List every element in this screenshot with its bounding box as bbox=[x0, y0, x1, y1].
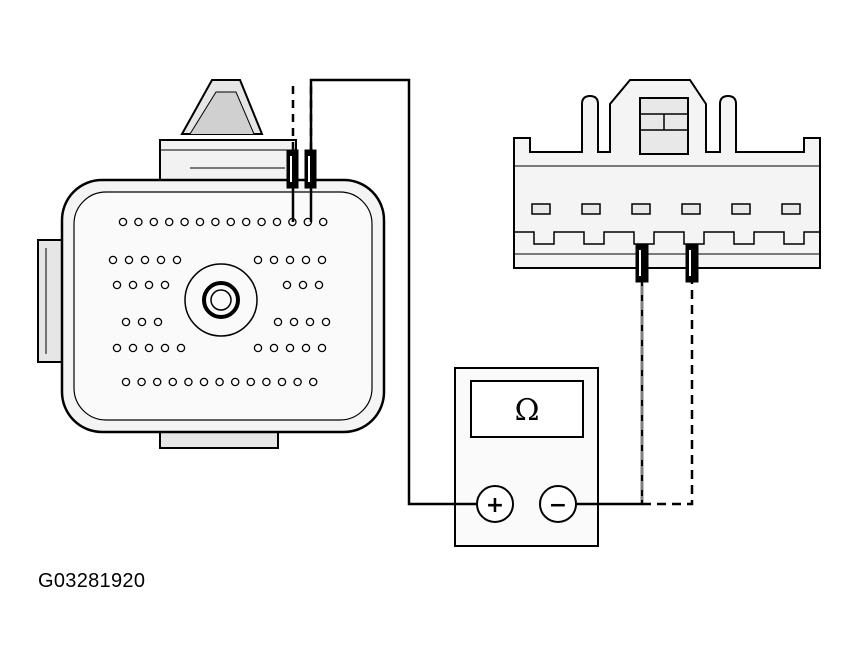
module-connector bbox=[37, 79, 386, 449]
harness-probe-tip-2 bbox=[685, 243, 699, 283]
connector-center-boss-ring bbox=[202, 281, 240, 319]
pin-hole bbox=[257, 217, 266, 227]
pin-hole bbox=[168, 377, 178, 387]
harness-terminal-profile bbox=[514, 231, 820, 245]
pin-hole bbox=[298, 280, 308, 290]
pin-hole bbox=[301, 255, 311, 265]
pin-hole bbox=[289, 317, 299, 327]
connector-center-boss-hole bbox=[210, 289, 232, 311]
positive-symbol: + bbox=[486, 493, 504, 518]
connector-latch-inner bbox=[189, 91, 255, 135]
pin-hole bbox=[272, 217, 282, 227]
pin-hole bbox=[321, 317, 331, 327]
connector-center-boss-outer bbox=[184, 263, 258, 337]
pin-hole bbox=[172, 255, 182, 265]
pin-hole bbox=[199, 377, 209, 387]
pin-hole bbox=[282, 280, 292, 290]
harness-terminal-slot bbox=[631, 203, 651, 215]
pin-hole bbox=[285, 255, 295, 265]
pin-hole bbox=[144, 280, 154, 290]
pin-hole bbox=[273, 317, 283, 327]
ohmmeter-display bbox=[470, 380, 584, 438]
pin-hole bbox=[160, 343, 170, 353]
pin-hole bbox=[156, 255, 166, 265]
pin-hole bbox=[108, 255, 118, 265]
pin-hole bbox=[164, 217, 174, 227]
pin-hole bbox=[305, 317, 315, 327]
negative-test-lead-dashed bbox=[642, 282, 694, 506]
pin-hole bbox=[314, 280, 324, 290]
pin-hole bbox=[195, 217, 205, 227]
harness-connector bbox=[513, 79, 821, 269]
pin-hole bbox=[184, 377, 193, 387]
pin-hole bbox=[121, 377, 131, 387]
pin-hole bbox=[262, 377, 271, 387]
pin-hole bbox=[269, 343, 279, 353]
harness-terminal-slot bbox=[581, 203, 601, 215]
pin-hole bbox=[128, 343, 138, 353]
test-leads bbox=[291, 78, 694, 506]
pin-hole bbox=[226, 217, 236, 227]
pin-hole bbox=[160, 280, 170, 290]
positive-test-lead bbox=[309, 78, 477, 506]
harness-terminal-slot bbox=[681, 203, 701, 215]
pin-hole bbox=[211, 217, 220, 227]
pin-hole bbox=[230, 377, 240, 387]
pin-hole bbox=[176, 343, 186, 353]
connector-body-inner bbox=[73, 191, 373, 421]
harness-terminal-slot bbox=[531, 203, 551, 215]
pin-hole bbox=[317, 343, 327, 353]
pin-hole bbox=[285, 343, 295, 353]
pin-hole bbox=[277, 377, 287, 387]
pin-hole bbox=[317, 255, 327, 265]
connector-pin-holes bbox=[108, 217, 331, 387]
pin-hole bbox=[215, 377, 224, 387]
pin-hole bbox=[149, 217, 159, 227]
pin-hole bbox=[137, 317, 147, 327]
harness-terminal-slots bbox=[531, 203, 801, 215]
pin-hole bbox=[134, 217, 143, 227]
pin-hole bbox=[269, 255, 279, 265]
pin-hole bbox=[241, 217, 251, 227]
pin-hole bbox=[112, 343, 122, 353]
ohm-symbol: Ω bbox=[515, 393, 540, 428]
pin-hole bbox=[137, 377, 146, 387]
ohmmeter bbox=[454, 367, 599, 547]
harness-terminal-slot bbox=[781, 203, 801, 215]
pin-hole bbox=[112, 280, 122, 290]
pin-hole bbox=[153, 317, 163, 327]
pin-hole bbox=[301, 343, 311, 353]
figure-id: G03281920 bbox=[38, 570, 146, 592]
pin-hole bbox=[124, 255, 134, 265]
harness-terminal-slot bbox=[731, 203, 751, 215]
pin-hole bbox=[318, 217, 328, 227]
left-probe-tip-2 bbox=[304, 149, 317, 189]
pin-hole bbox=[253, 343, 263, 353]
pin-hole bbox=[180, 217, 189, 227]
negative-symbol: − bbox=[549, 493, 567, 518]
pin-hole bbox=[118, 217, 128, 227]
harness-probe-tip-1 bbox=[635, 243, 649, 283]
pin-hole bbox=[128, 280, 138, 290]
pin-hole bbox=[121, 317, 131, 327]
pin-hole bbox=[293, 377, 302, 387]
pin-hole bbox=[152, 377, 162, 387]
pin-hole bbox=[308, 377, 318, 387]
pin-hole bbox=[144, 343, 154, 353]
harness-connector-body bbox=[513, 79, 821, 269]
connector-shoulder bbox=[159, 139, 297, 183]
left-probe-tip-1 bbox=[286, 149, 299, 189]
pin-hole bbox=[246, 377, 256, 387]
pin-hole bbox=[140, 255, 150, 265]
pin-hole bbox=[253, 255, 263, 265]
